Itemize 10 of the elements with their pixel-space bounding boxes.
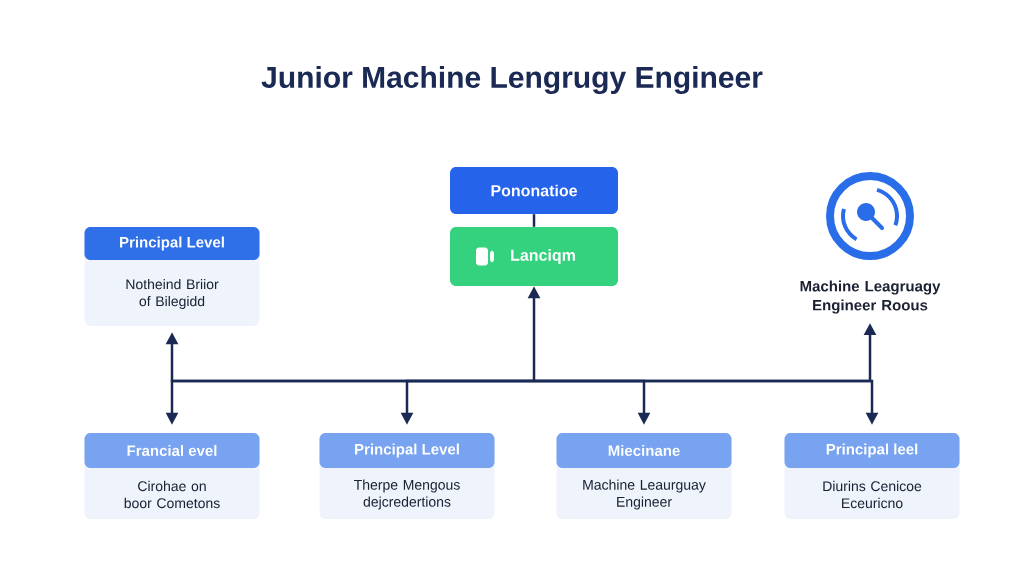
label-box: Lanciqm	[450, 227, 618, 286]
icon-caption: Machine Leagruagy Engineer Roous	[800, 280, 941, 314]
connector	[532, 214, 536, 227]
label-box: Pononatioe	[450, 167, 618, 214]
title: Junior Machine Lengrugy Engineer	[261, 65, 763, 95]
level-card: Miecinane Machine Leaurguay Engineer	[556, 433, 732, 519]
level-card: Principal leel Diurins Cenicoe Eceuricno	[784, 433, 960, 519]
level-card: Principal Level Notheind Briior of Bilegidd	[84, 227, 260, 326]
level-card: Principal Level Therpe Mengous dejcredertions	[319, 433, 495, 519]
level-card: Francial evel Cirohae on boor Cometons	[84, 433, 260, 519]
